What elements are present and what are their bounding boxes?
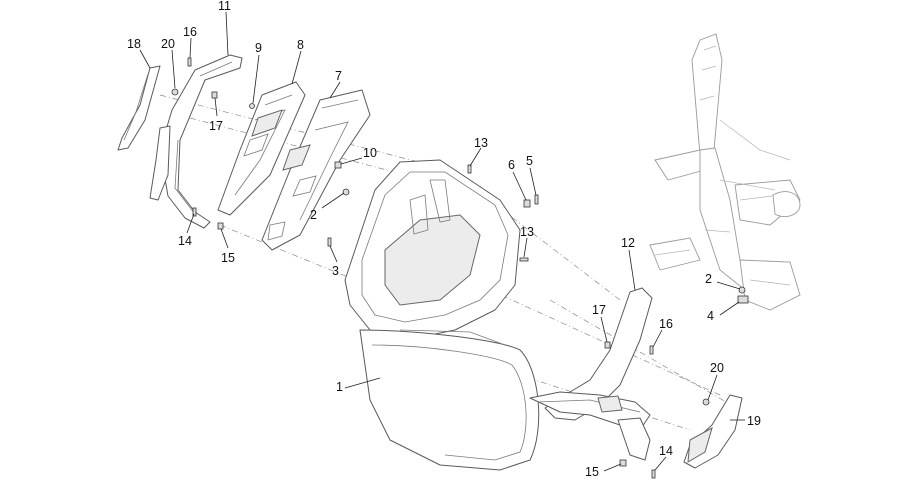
part-8-dash-panel <box>217 81 306 216</box>
callout-1: 1 <box>336 380 343 394</box>
callout-8: 8 <box>297 38 304 52</box>
screw-13a-shape <box>467 164 472 174</box>
nut-4-shape <box>737 295 749 304</box>
frame-steering-column <box>649 33 801 311</box>
screw-3-shape <box>327 237 332 247</box>
part-7-inner-panel <box>261 89 371 251</box>
part-1-front-shield <box>344 159 540 471</box>
callout-14: 14 <box>178 234 192 248</box>
callout-16-right: 16 <box>659 317 673 331</box>
callout-17-right: 17 <box>592 303 606 317</box>
clip-20a-shape <box>171 88 179 96</box>
hardware <box>171 57 749 479</box>
nut-17a-shape <box>211 91 218 99</box>
callout-18: 18 <box>127 37 141 51</box>
callout-15: 15 <box>221 251 235 265</box>
callout-7: 7 <box>335 69 342 83</box>
callout-9: 9 <box>255 41 262 55</box>
callout-labels: 18 20 16 11 9 8 7 17 13 6 5 10 2 14 15 1… <box>127 0 761 479</box>
callout-12: 12 <box>621 236 635 250</box>
clip-20b-shape <box>702 398 710 406</box>
callout-4: 4 <box>707 309 714 323</box>
screw-2a-shape <box>342 188 350 196</box>
screw-14a-shape <box>192 207 197 217</box>
callout-14-right: 14 <box>659 444 673 458</box>
callout-17: 17 <box>209 119 223 133</box>
screw-16b-shape <box>649 345 654 355</box>
nut-6-shape <box>523 199 531 208</box>
callout-16: 16 <box>183 25 197 39</box>
screw-14b-shape <box>651 469 656 479</box>
callout-3: 3 <box>332 264 339 278</box>
leader-lines <box>139 11 745 472</box>
callout-20-right: 20 <box>710 361 724 375</box>
callout-20: 20 <box>161 37 175 51</box>
callout-11: 11 <box>218 0 231 13</box>
screw-16a-shape <box>187 57 192 67</box>
part-19-trim <box>683 394 743 469</box>
nut-15a-shape <box>217 222 224 230</box>
callout-6: 6 <box>508 158 515 172</box>
callout-2: 2 <box>310 208 317 222</box>
nut-17b-shape <box>604 341 611 349</box>
callout-13: 13 <box>474 136 488 150</box>
part-18-trim <box>117 65 161 151</box>
callout-19: 19 <box>747 414 761 428</box>
screw-9-shape <box>249 103 255 109</box>
callout-10: 10 <box>363 146 377 160</box>
callout-15-right: 15 <box>585 465 599 479</box>
nut-10-shape <box>334 161 342 169</box>
callout-13-lower: 13 <box>520 225 534 239</box>
part-12-lower-trim <box>529 287 653 461</box>
nut-15b-shape <box>619 459 627 467</box>
screw-5-shape <box>534 194 539 205</box>
screw-13b-shape <box>519 257 529 262</box>
callout-2-right: 2 <box>705 272 712 286</box>
callout-5: 5 <box>526 154 533 168</box>
screw-2b-shape <box>738 286 746 294</box>
